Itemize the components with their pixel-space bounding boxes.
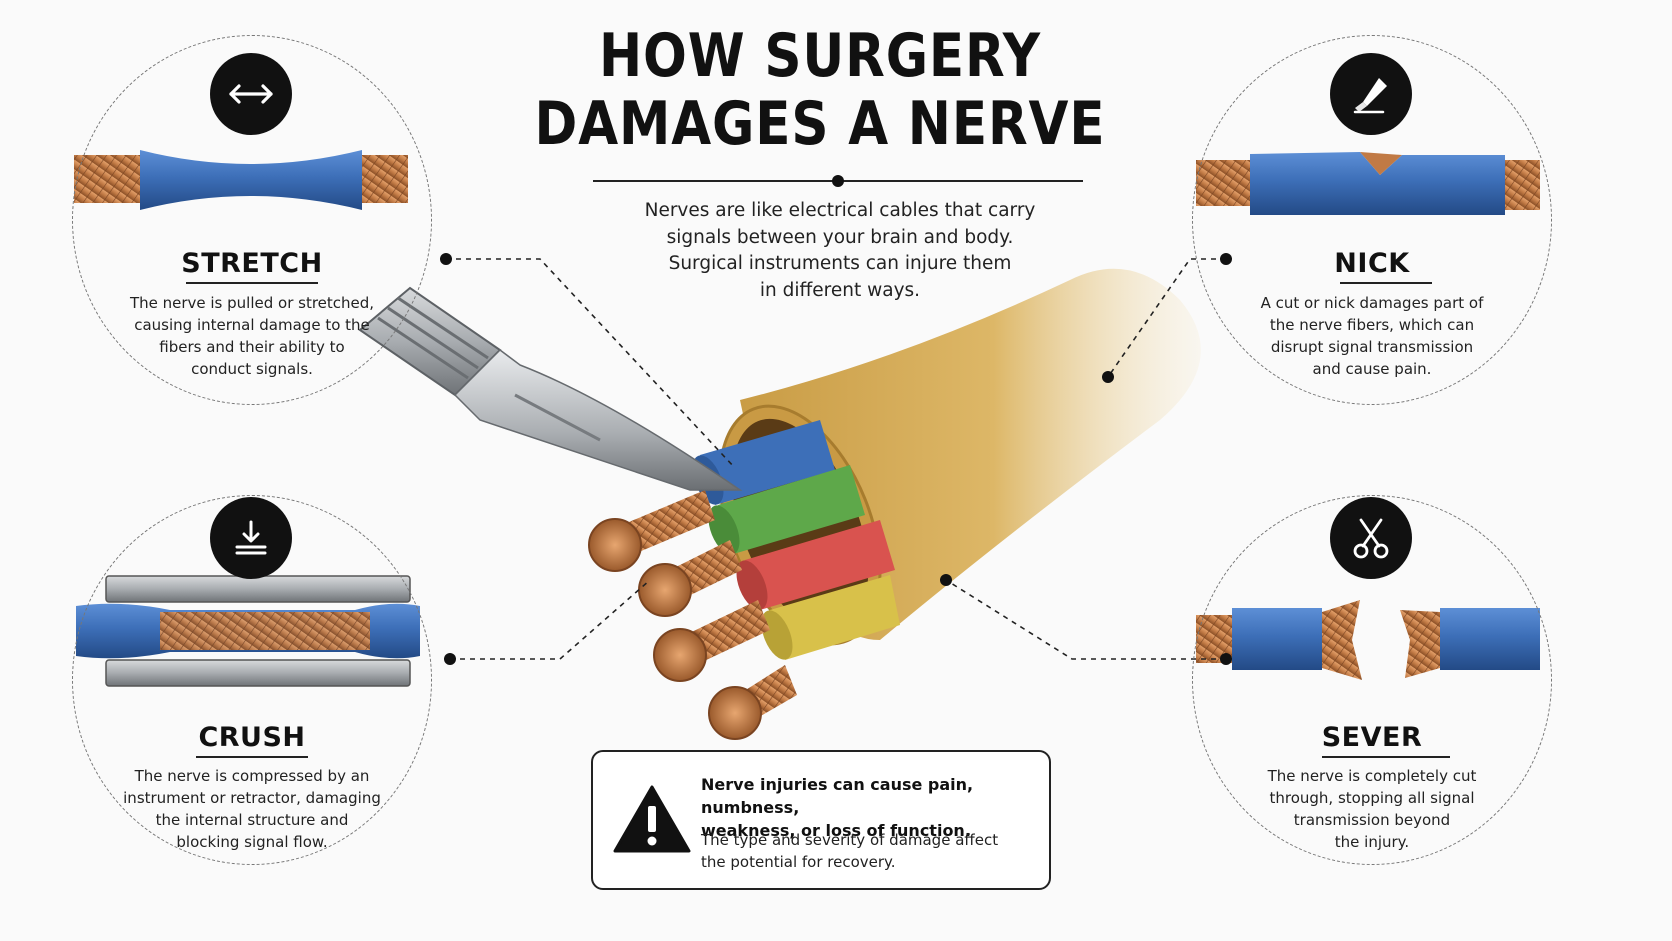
page-title: HOW SURGERY DAMAGES A NERVE: [519, 22, 1121, 158]
title-line-1: HOW SURGERY: [598, 21, 1042, 91]
intro-line-4: in different ways.: [759, 279, 921, 301]
sever-panel: [1192, 495, 1552, 865]
crush-desc-line-4: blocking signal flow.: [176, 833, 328, 851]
press-down-icon: [210, 497, 292, 579]
stretch-arrows-icon: [210, 53, 292, 135]
nick-title: NICK: [1334, 248, 1410, 279]
warning-triangle-icon: [613, 784, 691, 858]
stretch-panel: [72, 35, 432, 405]
sever-desc-line-1: The nerve is completely cut: [1267, 767, 1477, 785]
nick-desc-line-4: and cause pain.: [1312, 360, 1432, 378]
crush-title: CRUSH: [198, 722, 306, 753]
leader-crush: [450, 579, 651, 660]
crush-description: The nerve is compressed by an instrument…: [92, 765, 412, 853]
stretch-desc-line-1: The nerve is pulled or stretched,: [129, 294, 375, 312]
central-nerve-cable: [588, 268, 1201, 740]
crush-desc-line-3: the internal structure and: [155, 811, 349, 829]
sever-desc-line-4: the injury.: [1334, 833, 1410, 851]
intro-text: Nerves are like electrical cables that c…: [595, 198, 1085, 304]
warning-detail: The type and severity of damage affect t…: [701, 829, 1041, 873]
sever-desc-line-2: through, stopping all signal: [1269, 789, 1475, 807]
warning-headline-line-2: weakness, or loss of function.: [701, 821, 971, 840]
warning-detail-line-2: the potential for recovery.: [701, 853, 896, 871]
stretch-title: STRETCH: [181, 248, 323, 279]
leader-sever: [945, 579, 1226, 660]
warning-detail-line-1: The type and severity of damage affect: [701, 831, 999, 849]
title-divider-dot: [832, 175, 844, 187]
crush-desc-line-2: instrument or retractor, damaging: [123, 789, 381, 807]
intro-line-1: Nerves are like electrical cables that c…: [644, 200, 1036, 221]
stretch-desc-line-3: fibers and their ability to: [159, 338, 345, 356]
intro-line-2: signals between your brain and body.: [666, 226, 1014, 248]
leader-stretch: [446, 258, 736, 469]
sever-title-underline: [1322, 756, 1450, 758]
sever-title: SEVER: [1321, 722, 1423, 753]
stretch-title-underline: [186, 282, 318, 284]
stretch-desc-line-4: conduct signals.: [191, 360, 313, 378]
nick-panel: [1192, 35, 1552, 405]
nick-title-underline: [1340, 282, 1432, 284]
warning-headline: Nerve injuries can cause pain, numbness,…: [701, 773, 1041, 842]
warning-headline-line-1: Nerve injuries can cause pain, numbness,: [701, 775, 974, 817]
sever-description: The nerve is completely cut through, sto…: [1222, 765, 1522, 853]
sever-desc-line-3: transmission beyond: [1293, 811, 1451, 829]
crush-desc-line-1: The nerve is compressed by an: [134, 767, 370, 785]
title-line-2: DAMAGES A NERVE: [534, 89, 1106, 159]
crush-title-underline: [196, 756, 308, 758]
warning-callout: Nerve injuries can cause pain, numbness,…: [591, 750, 1051, 890]
stretch-description: The nerve is pulled or stretched, causin…: [102, 292, 402, 380]
scissors-icon: [1330, 497, 1412, 579]
scalpel-icon: [1330, 53, 1412, 135]
nick-desc-line-3: disrupt signal transmission: [1270, 338, 1474, 356]
nick-desc-line-1: A cut or nick damages part of: [1260, 294, 1484, 312]
intro-line-3: Surgical instruments can injure them: [668, 253, 1012, 274]
scalpel-instrument: [358, 286, 743, 491]
nick-description: A cut or nick damages part of the nerve …: [1222, 292, 1522, 380]
crush-panel: [72, 495, 432, 865]
nick-desc-line-2: the nerve fibers, which can: [1269, 316, 1475, 334]
stretch-desc-line-2: causing internal damage to the: [134, 316, 370, 334]
